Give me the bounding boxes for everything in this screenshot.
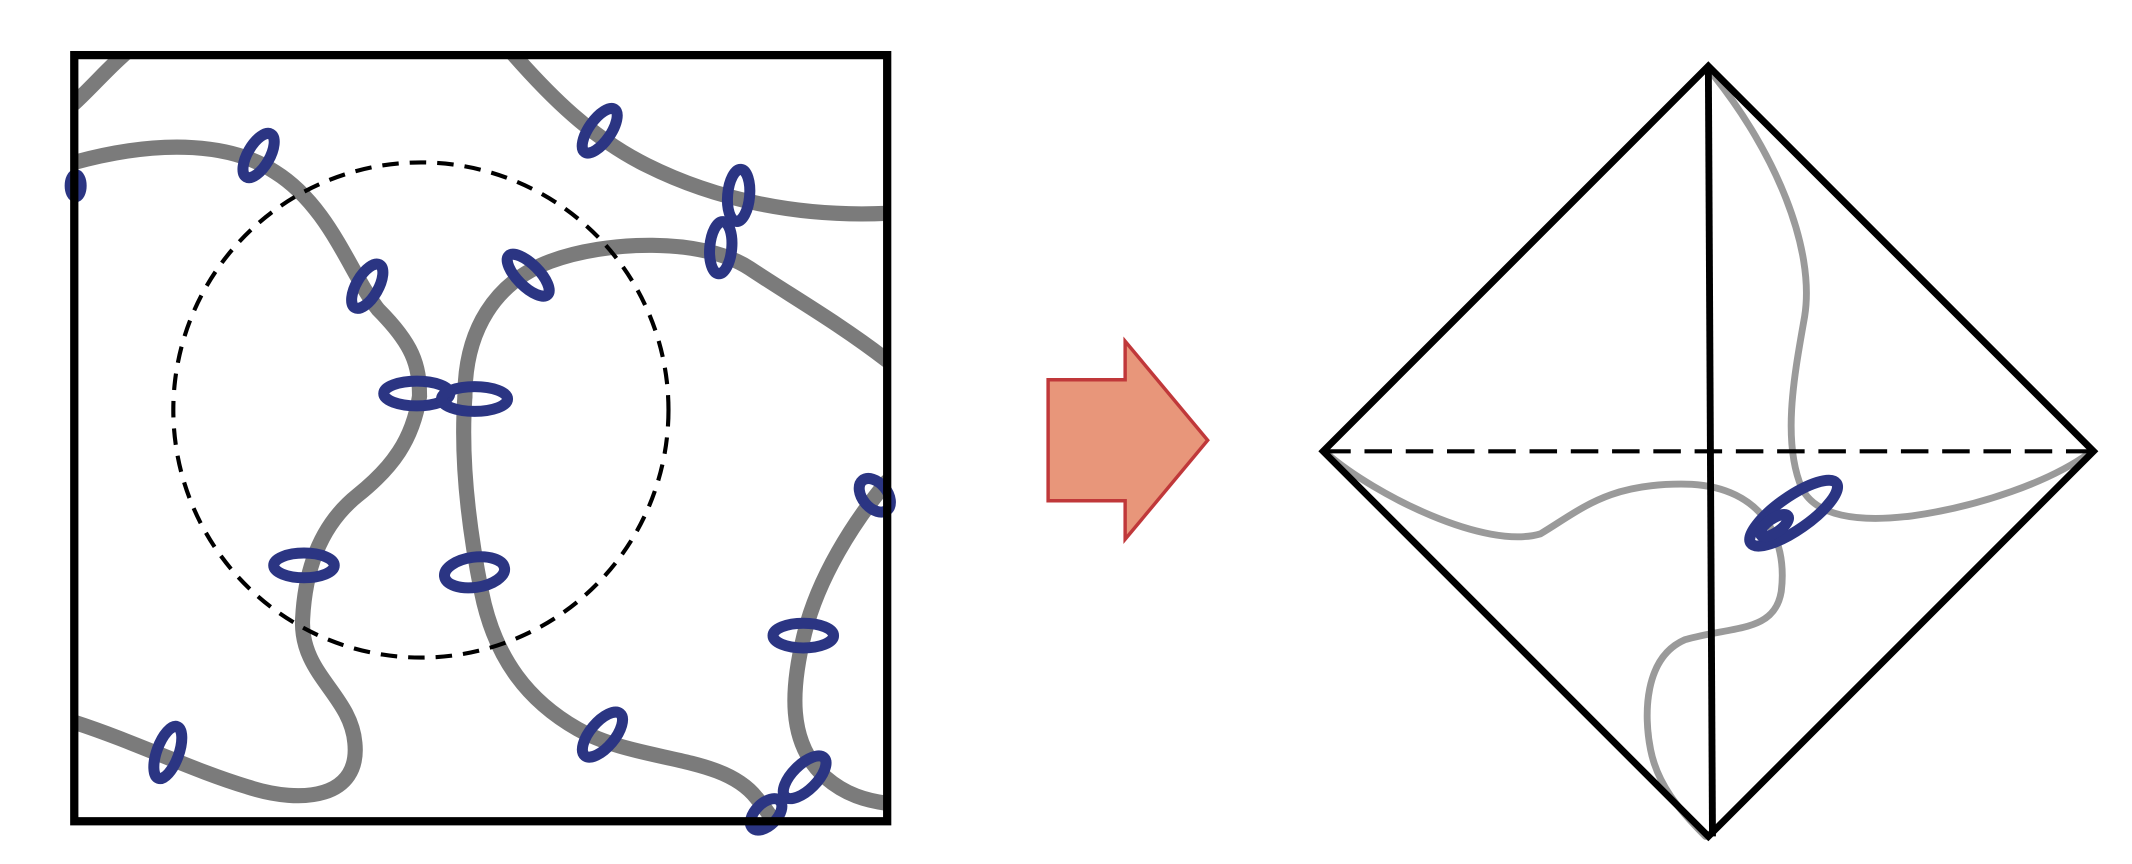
ring-marker: [704, 216, 738, 280]
chain-segment: [504, 55, 888, 222]
selection-circle: [171, 160, 671, 660]
ring-marker: [148, 720, 188, 785]
ring-marker: [576, 102, 623, 159]
ring-marker: [237, 127, 280, 184]
chain-segment: [787, 473, 888, 811]
chain-segment: [74, 55, 134, 111]
ring-marker: [436, 381, 514, 417]
chain-segment: [457, 237, 888, 404]
ring-marker: [1754, 509, 1794, 543]
chain-segment: [456, 388, 783, 822]
chain-segment: [74, 139, 428, 404]
octahedron-axis: [1704, 66, 1716, 837]
ring-marker: [438, 551, 511, 594]
ring-marker: [777, 750, 832, 805]
chain-strand: [1710, 72, 2092, 522]
chain-segment: [74, 388, 428, 804]
ring-marker: [268, 547, 340, 584]
simulation-box: [70, 50, 892, 826]
octahedron-chains: [1323, 72, 2092, 840]
right-arrow-icon: [1046, 336, 1210, 545]
ring-marker: [346, 258, 389, 314]
slip-link-rings: [64, 102, 896, 836]
ring-marker: [1744, 474, 1843, 552]
chain-strand: [1323, 450, 1786, 840]
polymer-network-panel: [64, 50, 896, 836]
octahedron-outline: [1318, 61, 2099, 842]
ring-marker: [767, 617, 840, 654]
ring-marker: [721, 163, 756, 227]
network-chains: [74, 55, 888, 822]
ring-marker: [576, 706, 629, 763]
octahedron-panel: [1318, 61, 2099, 842]
ring-marker: [501, 248, 555, 302]
